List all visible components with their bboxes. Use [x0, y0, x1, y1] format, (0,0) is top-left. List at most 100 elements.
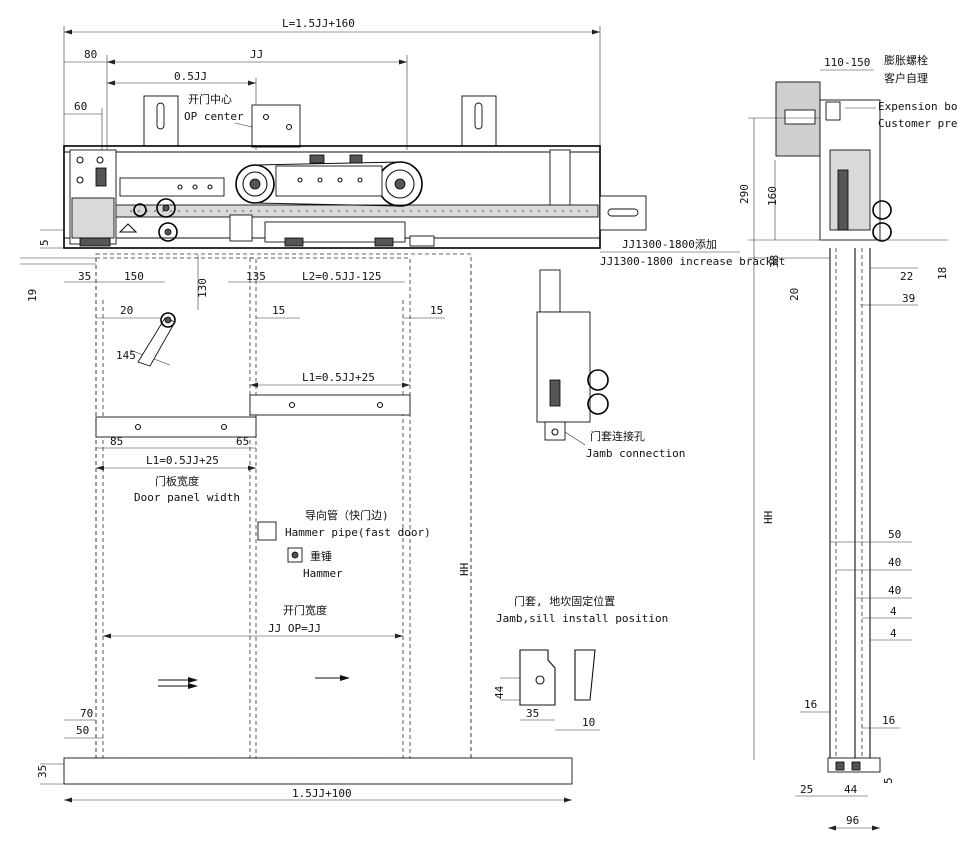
- jamb-connection-detail: 门套连接孔 Jamb connection: [536, 269, 685, 460]
- dim-10: 10: [582, 716, 595, 729]
- dim-L1-left: L1=0.5JJ+25: [146, 454, 219, 467]
- bolt-en-2: Customer prep: [878, 117, 958, 130]
- bolt-cn-1: 膨胀螺栓: [884, 53, 928, 67]
- op-center-callout: 开门中心 OP center: [184, 92, 257, 129]
- dim-96: 96: [846, 814, 859, 827]
- dim-HH-side: HH: [762, 511, 775, 524]
- jamb-conn-cn: 门套连接孔: [590, 429, 645, 443]
- op-center-en: OP center: [184, 110, 244, 123]
- hammer-pipe-cn: 导向管（快门边): [305, 508, 389, 522]
- dim-5: 5: [38, 239, 51, 246]
- hammer-assembly: 导向管（快门边) Hammer pipe(fast door) 重锤 Hamme…: [257, 508, 431, 580]
- hammer-pipe: [257, 521, 277, 541]
- dim-65: 65: [236, 435, 249, 448]
- dim-25: 25: [800, 783, 813, 796]
- dim-20-side: 20: [788, 288, 801, 301]
- panel-hanger-left: [95, 416, 257, 438]
- top-dimensions: L=1.5JJ+160 80 JJ 0.5JJ 60: [63, 17, 601, 150]
- door-panel-left: [95, 257, 257, 759]
- dim-70: 70: [80, 707, 93, 720]
- dim-5-side: 5: [882, 777, 895, 784]
- dim-39: 39: [902, 292, 915, 305]
- jamb-bracket: [536, 311, 591, 423]
- dim-38: 38: [768, 255, 781, 268]
- dim-110-150: 110-150: [824, 56, 870, 69]
- dim-L-total: L=1.5JJ+160: [282, 17, 355, 30]
- dim-145: 145: [116, 349, 136, 362]
- sill: 1.5JJ+100 70 50 35: [36, 707, 573, 803]
- panel-hanger-right: [249, 394, 411, 416]
- dim-half-JJ: 0.5JJ: [174, 70, 207, 83]
- dim-22: 22: [900, 270, 913, 283]
- dim-4-a: 4: [890, 605, 897, 618]
- door-panel-dimensions: 20 15 15 145 L1=0.5JJ+25 85 65 L1=0.5JJ+…: [96, 304, 445, 504]
- jamb-top-block: [539, 269, 561, 313]
- mounting-plates: [143, 95, 497, 148]
- dim-35-bottom: 35: [36, 765, 49, 778]
- dim-16-b: 16: [882, 714, 895, 727]
- dim-44: 44: [493, 685, 506, 699]
- dim-130: 130: [196, 278, 209, 298]
- dim-60: 60: [74, 100, 87, 113]
- dim-50-side: 50: [888, 528, 901, 541]
- dim-150: 150: [124, 270, 144, 283]
- motor-bracket: [251, 104, 301, 148]
- dim-16-a: 16: [804, 698, 817, 711]
- jamb-conn-en: Jamb connection: [586, 447, 685, 460]
- direction-arrows: [158, 675, 350, 689]
- dim-sill-width: 1.5JJ+100: [292, 787, 352, 800]
- bracket-label-en: JJ1300-1800 increase bracket: [600, 255, 785, 268]
- dim-80: 80: [84, 48, 97, 61]
- sill-install-cn: 门套, 地坎固定位置: [514, 594, 615, 608]
- door-panel-right: [249, 257, 411, 759]
- bolt-cn-2: 客户自理: [884, 71, 928, 85]
- bolt-en-1: Expension bolt: [878, 100, 958, 113]
- bracket-label-cn: JJ1300-1800添加: [622, 237, 717, 251]
- opening-width-dimension: 开门宽度 JJ OP=JJ: [103, 603, 403, 639]
- door-arm: [137, 312, 176, 367]
- dim-40-b: 40: [888, 584, 901, 597]
- dim-L2: L2=0.5JJ-125: [302, 270, 381, 283]
- dim-19: 19: [26, 289, 39, 302]
- panel-width-en: Door panel width: [134, 491, 240, 504]
- hh-dimension-front: HH: [458, 563, 471, 576]
- hammer-cn: 重锤: [310, 549, 332, 563]
- side-view: 膨胀螺栓 客户自理 Expension bolt Customer prep 1…: [738, 53, 958, 831]
- sill-plate: [63, 757, 573, 785]
- dim-85: 85: [110, 435, 123, 448]
- dim-35-left: 35: [78, 270, 91, 283]
- dim-40-a: 40: [888, 556, 901, 569]
- door-panels: [95, 253, 472, 759]
- hammer-pipe-en: Hammer pipe(fast door): [285, 526, 431, 539]
- opening-outline: [95, 253, 472, 759]
- dim-18: 18: [936, 267, 949, 280]
- dim-4-b: 4: [890, 627, 897, 640]
- hanger-plate-right: [275, 165, 383, 197]
- opening-width-en: JJ OP=JJ: [268, 622, 321, 635]
- dim-20-left: 20: [120, 304, 133, 317]
- dim-15-a: 15: [272, 304, 285, 317]
- dim-15-b: 15: [430, 304, 443, 317]
- dim-44-side: 44: [844, 783, 858, 796]
- hanger-wheels: [133, 198, 178, 242]
- header-beam: [63, 145, 601, 249]
- sill-install-en: Jamb,sill install position: [496, 612, 668, 625]
- opening-width-cn: 开门宽度: [283, 603, 327, 617]
- hammer-en: Hammer: [303, 567, 343, 580]
- idler-pulley: [377, 161, 423, 207]
- dim-HH-center: HH: [458, 563, 471, 576]
- op-center-cn: 开门中心: [188, 92, 232, 106]
- dim-35-sill: 35: [526, 707, 539, 720]
- drive-pulley: [235, 164, 275, 204]
- hanger-plate-left: [119, 177, 225, 197]
- dim-160: 160: [766, 186, 779, 206]
- dim-JJ: JJ: [250, 48, 263, 61]
- dim-L1-top: L1=0.5JJ+25: [302, 371, 375, 384]
- increase-bracket: JJ1300-1800添加 JJ1300-1800 increase brack…: [599, 195, 785, 268]
- dim-290: 290: [738, 184, 751, 204]
- sill-install-detail: 门套, 地坎固定位置 Jamb,sill install position 44…: [493, 594, 668, 731]
- dim-50-left: 50: [76, 724, 89, 737]
- panel-width-cn: 门板宽度: [155, 474, 199, 488]
